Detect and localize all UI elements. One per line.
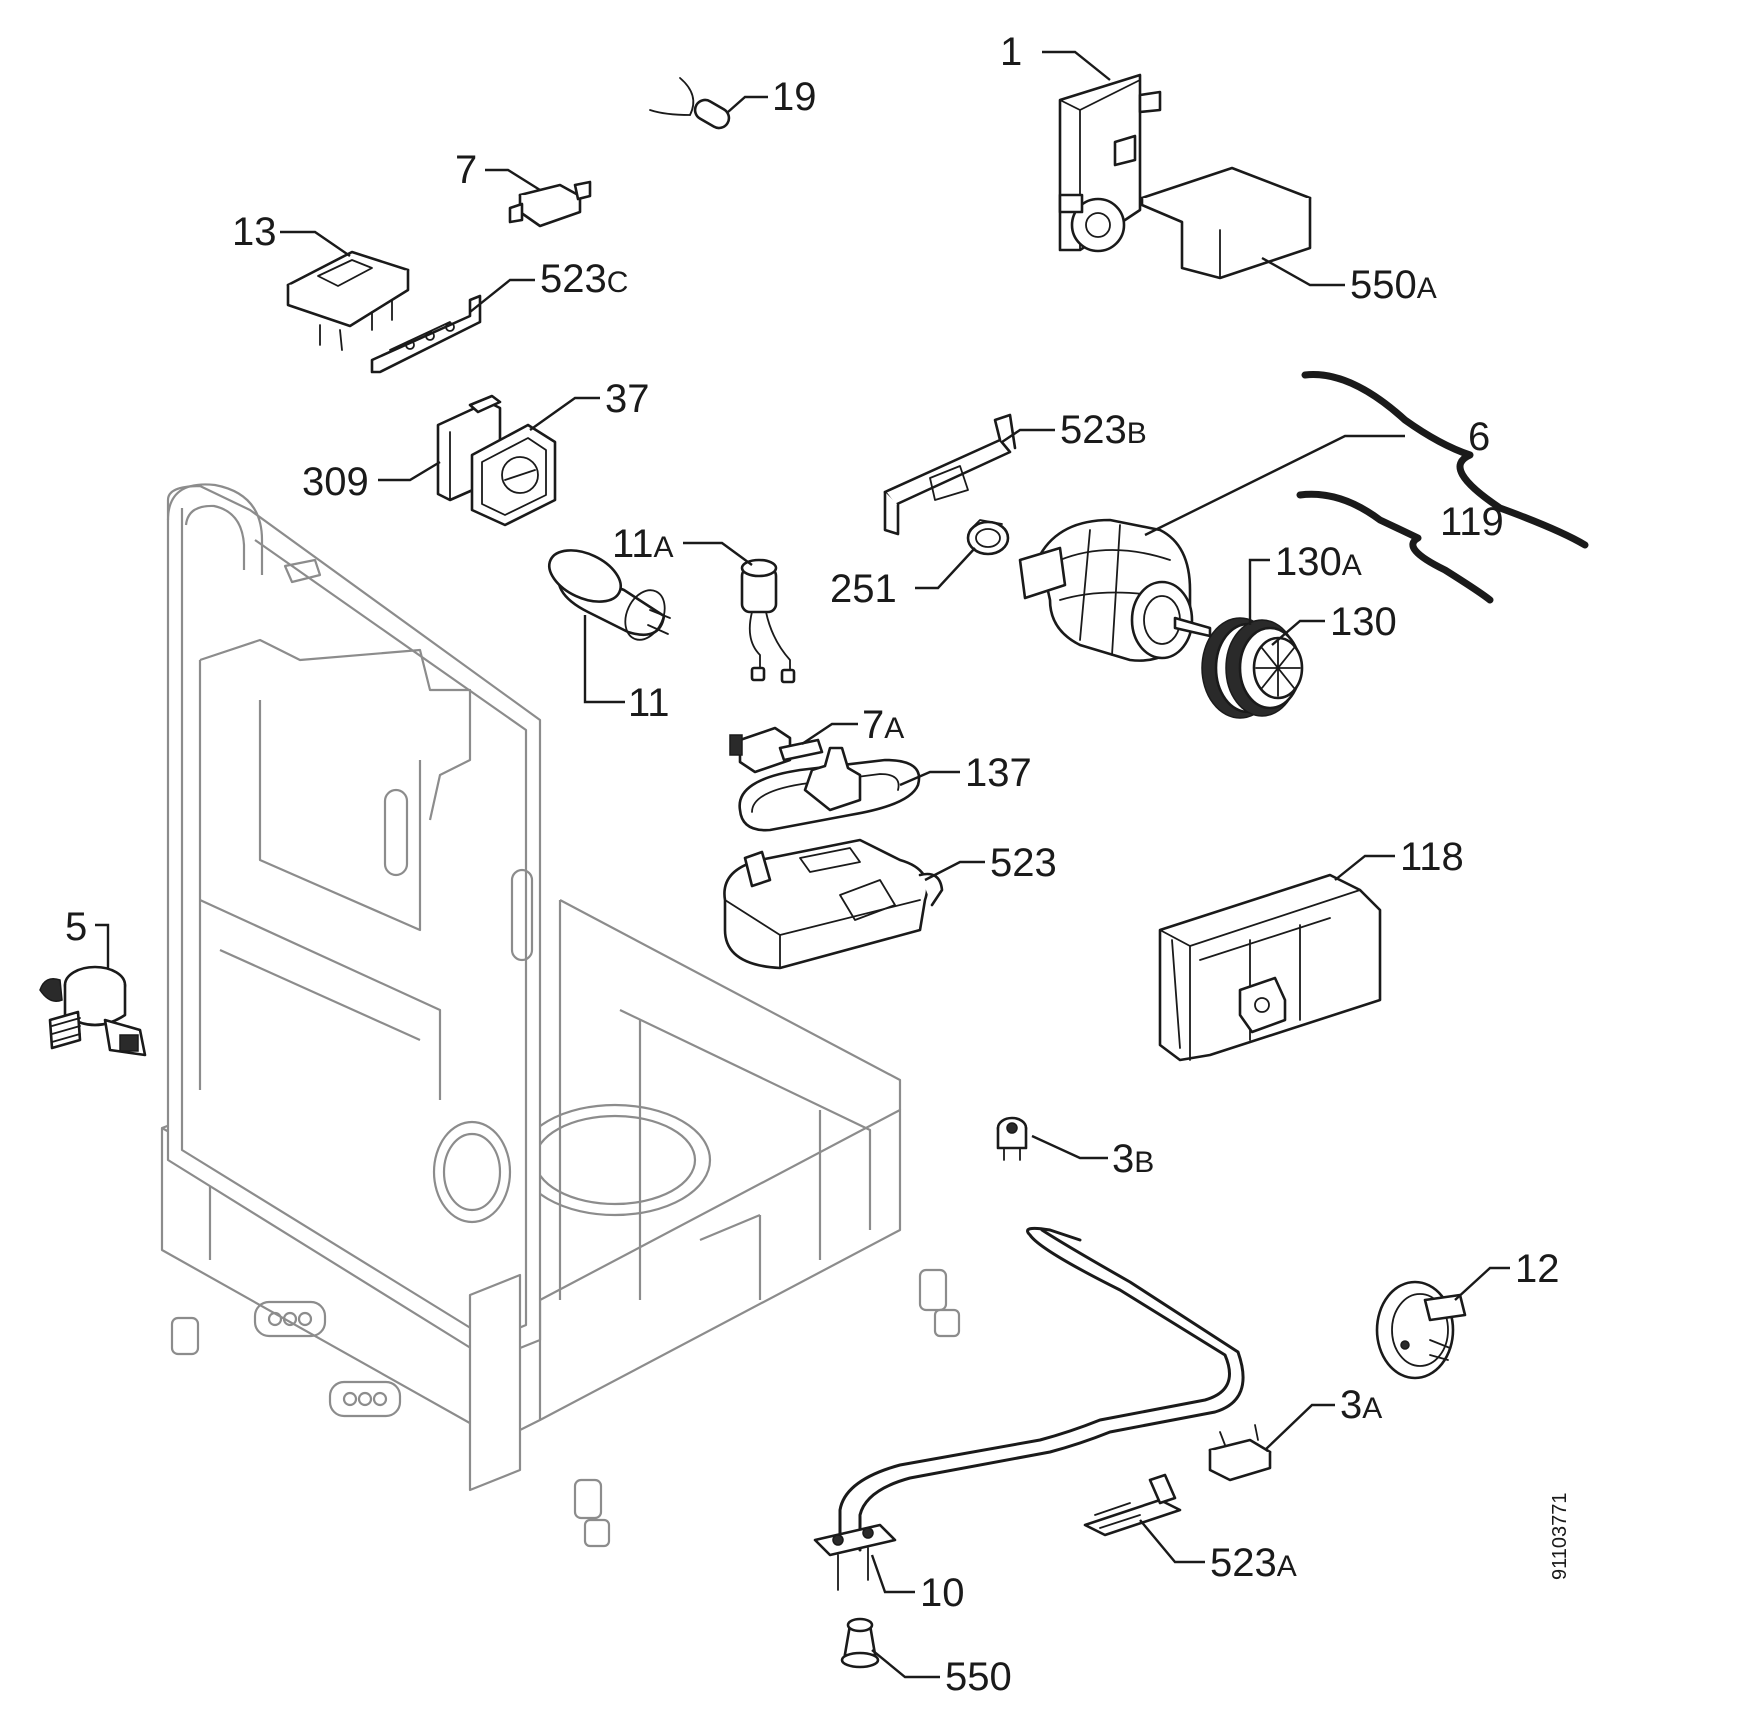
part-1-timer-module: [1058, 73, 1162, 253]
callout-3a: 3A: [1340, 1383, 1382, 1427]
part-550a-cover-box: [1140, 166, 1312, 280]
callout-523a: 523A: [1210, 1541, 1297, 1585]
callout-13: 13: [232, 210, 277, 254]
part-118-dispenser: [1158, 873, 1382, 1062]
callout-118: 118: [1400, 835, 1464, 879]
callout-523c: 523C: [540, 257, 628, 301]
callout-10: 10: [920, 1571, 965, 1615]
callout-19: 19: [772, 75, 817, 119]
callout-11a: 11A: [612, 522, 674, 566]
part-5-inlet-valve: [39, 965, 147, 1057]
brace-119: [1296, 490, 1494, 604]
callout-5: 5: [65, 905, 87, 949]
part-137-float: [738, 746, 921, 832]
callout-251: 251: [830, 567, 897, 611]
part-523a-bracket: [1083, 1473, 1182, 1537]
document-id: 91103771: [1549, 1493, 1571, 1581]
part-12-pressure-switch: [1375, 1280, 1467, 1380]
part-37-seal: [470, 423, 557, 527]
callout-130a: 130A: [1275, 540, 1362, 584]
callout-3b: 3B: [1112, 1137, 1154, 1181]
part-523c-bracket: [370, 294, 482, 374]
callout-309: 309: [302, 460, 369, 504]
callout-7: 7: [455, 148, 477, 192]
part-523-housing: [723, 838, 944, 970]
part-130-impeller: [1201, 617, 1304, 719]
callout-523: 523: [990, 841, 1057, 885]
part-19-sensor: [649, 77, 731, 130]
part-3b-thermostat: [996, 1116, 1028, 1161]
callout-1: 1: [1000, 30, 1022, 74]
callout-523b: 523B: [1060, 408, 1147, 452]
part-11-capacitor: [548, 549, 671, 641]
callout-labels: 1 19 7 13 523C 550A 37 309 523B 6 119 11…: [65, 30, 1560, 1699]
part-251-cap: [966, 519, 1010, 556]
leader-lines: [95, 50, 1510, 1679]
callout-6: 6: [1468, 415, 1490, 459]
callout-11: 11: [628, 681, 670, 725]
part-7a-float-switch: [729, 726, 824, 774]
part-6-pump-motor: [1018, 518, 1212, 662]
back-panel: [166, 483, 542, 1492]
callout-12: 12: [1515, 1247, 1560, 1291]
callout-130: 130: [1330, 600, 1397, 644]
callout-37: 37: [605, 377, 650, 421]
part-3a-thermostat-clip: [1208, 1424, 1272, 1482]
callout-119: 119: [1440, 500, 1504, 544]
part-10-heating-element: [813, 1226, 1245, 1591]
brace-6: [1301, 371, 1589, 549]
part-11a-suppressor: [740, 558, 796, 684]
callout-137: 137: [965, 751, 1032, 795]
part-13-switch-block: [286, 250, 410, 351]
part-523b-bracket: [883, 413, 1017, 536]
callout-7a: 7A: [862, 703, 904, 747]
part-7-switch: [508, 180, 592, 228]
callout-550a: 550A: [1350, 263, 1437, 307]
part-550-plug: [840, 1617, 880, 1669]
callout-550: 550: [945, 1655, 1012, 1699]
